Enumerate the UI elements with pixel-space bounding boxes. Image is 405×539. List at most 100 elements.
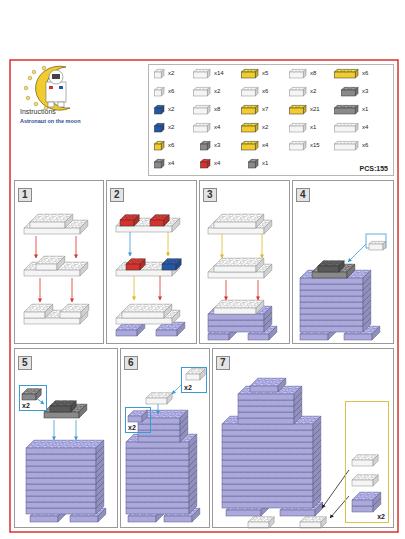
- subtitle-text: Astronaut on the moon: [20, 118, 142, 124]
- brick: [150, 215, 169, 226]
- brick: [60, 304, 89, 318]
- part-quantity: x8: [310, 70, 316, 76]
- assembly-arrow: [76, 420, 77, 440]
- part-quantity: x2: [168, 106, 174, 112]
- assembly-arrow: [130, 232, 131, 256]
- brick: [214, 214, 264, 228]
- brick: [208, 312, 272, 326]
- assembly-arrow: [158, 404, 159, 414]
- brick: [222, 470, 321, 484]
- step-panel: 7x2: [212, 348, 394, 528]
- brick: [26, 476, 104, 490]
- brick: [222, 494, 321, 508]
- part-quantity: x14: [214, 70, 224, 76]
- brick: [154, 69, 164, 78]
- brick: [126, 440, 197, 454]
- step-number: 4: [296, 188, 310, 202]
- brick: [334, 141, 358, 150]
- brick: [146, 393, 172, 404]
- assembly-arrow: [262, 234, 263, 258]
- brick: [369, 241, 386, 250]
- brick: [300, 270, 371, 284]
- brick: [154, 141, 164, 150]
- brick: [222, 482, 321, 496]
- part-quantity: x21: [310, 106, 320, 112]
- assembly-arrow: [76, 236, 77, 258]
- part-quantity: x1: [262, 160, 268, 166]
- brick: [26, 464, 104, 478]
- brick: [154, 123, 164, 132]
- brick: [214, 300, 264, 314]
- part-quantity: x15: [310, 142, 320, 148]
- step-panel: 2: [106, 180, 197, 344]
- brick: [222, 458, 321, 472]
- brick: [334, 69, 358, 78]
- assembly-arrow: [168, 232, 169, 256]
- brick: [289, 105, 306, 114]
- part-callout: x2: [19, 385, 47, 411]
- assembly-arrow: [134, 276, 135, 300]
- part-quantity: x2: [214, 88, 220, 94]
- brick: [126, 488, 197, 502]
- brick: [138, 410, 188, 424]
- brick: [116, 322, 145, 336]
- brick: [352, 492, 381, 506]
- part-quantity: x8: [214, 106, 220, 112]
- brick: [250, 378, 286, 392]
- brick: [116, 310, 180, 324]
- part-quantity: x2: [310, 88, 316, 94]
- brick: [208, 264, 272, 278]
- brick: [352, 475, 378, 486]
- brick: [193, 69, 210, 78]
- assembly-arrow: [222, 234, 223, 258]
- brick: [238, 386, 302, 400]
- brick: [241, 105, 258, 114]
- title-block: InstructionsAstronaut on the moon: [14, 64, 146, 174]
- brick: [26, 452, 104, 466]
- brick: [126, 259, 145, 270]
- brick: [222, 488, 321, 502]
- part-quantity: x6: [168, 88, 174, 94]
- brick: [208, 306, 272, 320]
- brick: [116, 262, 180, 276]
- part-quantity: x4: [362, 124, 368, 130]
- assembly-arrow: [40, 278, 41, 302]
- brick: [26, 488, 104, 502]
- brick: [222, 416, 321, 430]
- brick: [126, 464, 197, 478]
- brick: [162, 259, 181, 270]
- brick: [222, 452, 321, 466]
- quantity-callout: x2: [128, 424, 136, 431]
- assembly-arrow: [54, 420, 55, 440]
- brick: [22, 389, 41, 400]
- step-number: 5: [18, 356, 32, 370]
- brick: [318, 261, 344, 272]
- brick: [26, 482, 104, 496]
- part-quantity: x2: [168, 70, 174, 76]
- brick: [352, 455, 378, 466]
- brick: [156, 322, 185, 336]
- part-callout: x2: [125, 407, 151, 433]
- brick: [238, 410, 302, 424]
- outer-frame: [10, 60, 398, 532]
- parts-list-box: PCS:155: [148, 64, 394, 176]
- part-quantity: x6: [362, 70, 368, 76]
- brick: [126, 446, 197, 460]
- brick: [154, 87, 164, 96]
- brick: [208, 318, 272, 332]
- assembly-arrow: [258, 280, 259, 300]
- part-quantity: x1: [310, 124, 316, 130]
- brick: [289, 69, 306, 78]
- brick: [289, 87, 306, 96]
- brick: [24, 220, 88, 234]
- brick: [241, 141, 258, 150]
- part-quantity: x4: [214, 160, 220, 166]
- brick: [300, 318, 371, 332]
- brick: [154, 105, 164, 114]
- part-quantity: x6: [262, 88, 268, 94]
- brick: [126, 458, 197, 472]
- brick: [126, 482, 197, 496]
- part-quantity: x2: [262, 124, 268, 130]
- brick: [300, 312, 371, 326]
